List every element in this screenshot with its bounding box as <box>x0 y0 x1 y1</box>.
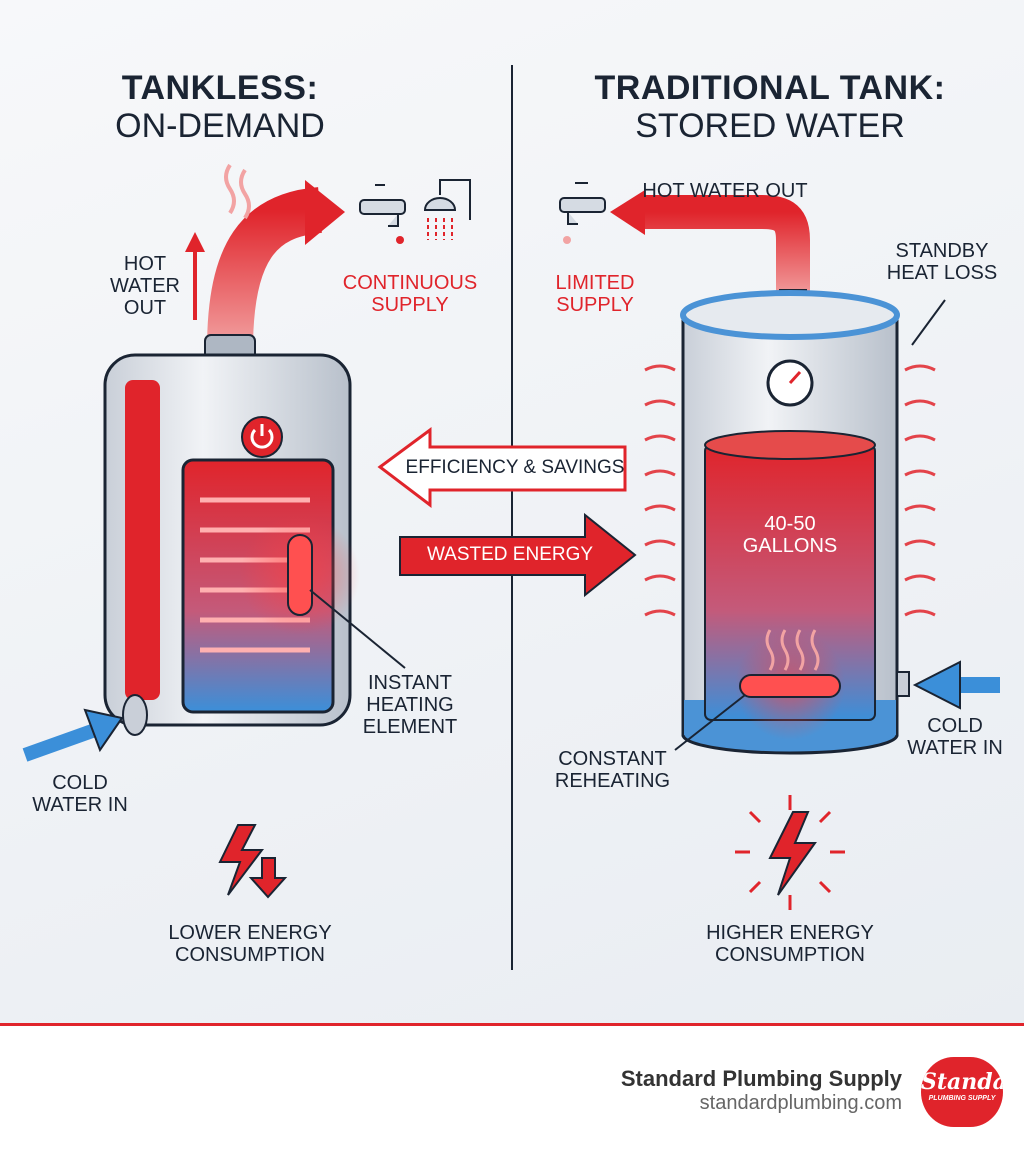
tankless-heater-icon <box>103 180 406 736</box>
wasted-energy-label: WASTED ENERGY <box>426 544 594 565</box>
wasted-energy-arrow <box>399 512 637 598</box>
faucet-icon-right <box>559 182 606 244</box>
brand-url[interactable]: standardplumbing.com <box>699 1092 902 1114</box>
heat-loss-waves-icon <box>644 364 936 617</box>
steam-tank-icon <box>765 629 820 671</box>
footer <box>0 1026 1024 1154</box>
right-title: TRADITIONAL TANK: <box>594 69 946 107</box>
lightning-down-icon <box>218 824 288 899</box>
faucet-icon <box>359 184 406 244</box>
steam-icon <box>224 163 251 220</box>
right-subtitle: STORED WATER <box>635 107 905 145</box>
diagram-graphics <box>22 65 1000 970</box>
left-subtitle: ON-DEMAND <box>115 107 325 145</box>
cold-in-arrow-left <box>22 708 124 762</box>
shower-icon <box>423 179 471 240</box>
infographic: TANKLESS: ON-DEMAND TRADITIONAL TANK: ST… <box>0 0 1024 1026</box>
hot-up-arrow <box>185 232 205 320</box>
lightning-rays-icon <box>735 795 845 910</box>
efficiency-label: EFFICIENCY & SAVINGS <box>405 457 625 478</box>
tank-heater-icon <box>610 190 910 755</box>
left-title: TANKLESS: <box>121 69 319 107</box>
footer-divider <box>0 1023 1024 1026</box>
right-hot-water-label: HOT WATER OUT <box>642 180 808 202</box>
cold-in-arrow-right <box>912 660 1000 710</box>
brand-name: Standard Plumbing Supply <box>620 1066 902 1091</box>
efficiency-arrow <box>377 427 627 509</box>
standby-pointer <box>911 299 946 346</box>
brand-logo: Standard PLUMBING SUPPLY <box>921 1057 1003 1127</box>
